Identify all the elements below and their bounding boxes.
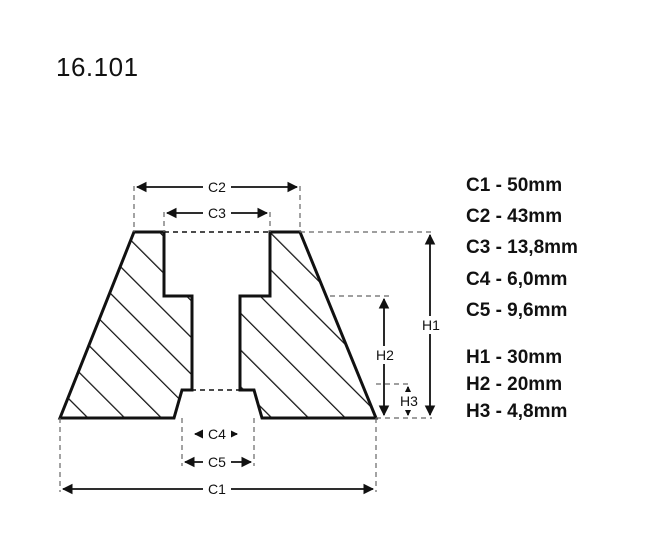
label-backgrounds	[203, 178, 444, 498]
spec-h3: H3 - 4,8mm	[466, 401, 568, 422]
section-left	[57, 230, 194, 420]
part-number: 16.101	[56, 52, 139, 82]
spec-c2: C2 - 43mm	[466, 206, 563, 227]
extension-lines	[59, 186, 432, 492]
c3-label: C3	[208, 205, 226, 221]
spec-c4: C4 - 6,0mm	[466, 269, 568, 290]
spec-c1: C1 - 50mm	[466, 175, 563, 196]
c2-label: C2	[208, 179, 226, 195]
h1-label: H1	[422, 317, 440, 333]
c5-label: C5	[208, 454, 226, 470]
c1-label: C1	[208, 481, 226, 497]
dimension-labels: C2 C3 C4 C5 C1 H1 H2 H3	[208, 179, 440, 497]
h2-label: H2	[376, 347, 394, 363]
h3-label: H3	[400, 393, 418, 409]
section-right	[238, 230, 379, 420]
spec-c3: C3 - 13,8mm	[466, 237, 578, 258]
spec-h2: H2 - 20mm	[466, 374, 563, 395]
cross-section	[57, 230, 379, 420]
spec-c5: C5 - 9,6mm	[466, 300, 568, 321]
c4-label: C4	[208, 426, 226, 442]
spec-h1: H1 - 30mm	[466, 347, 563, 368]
